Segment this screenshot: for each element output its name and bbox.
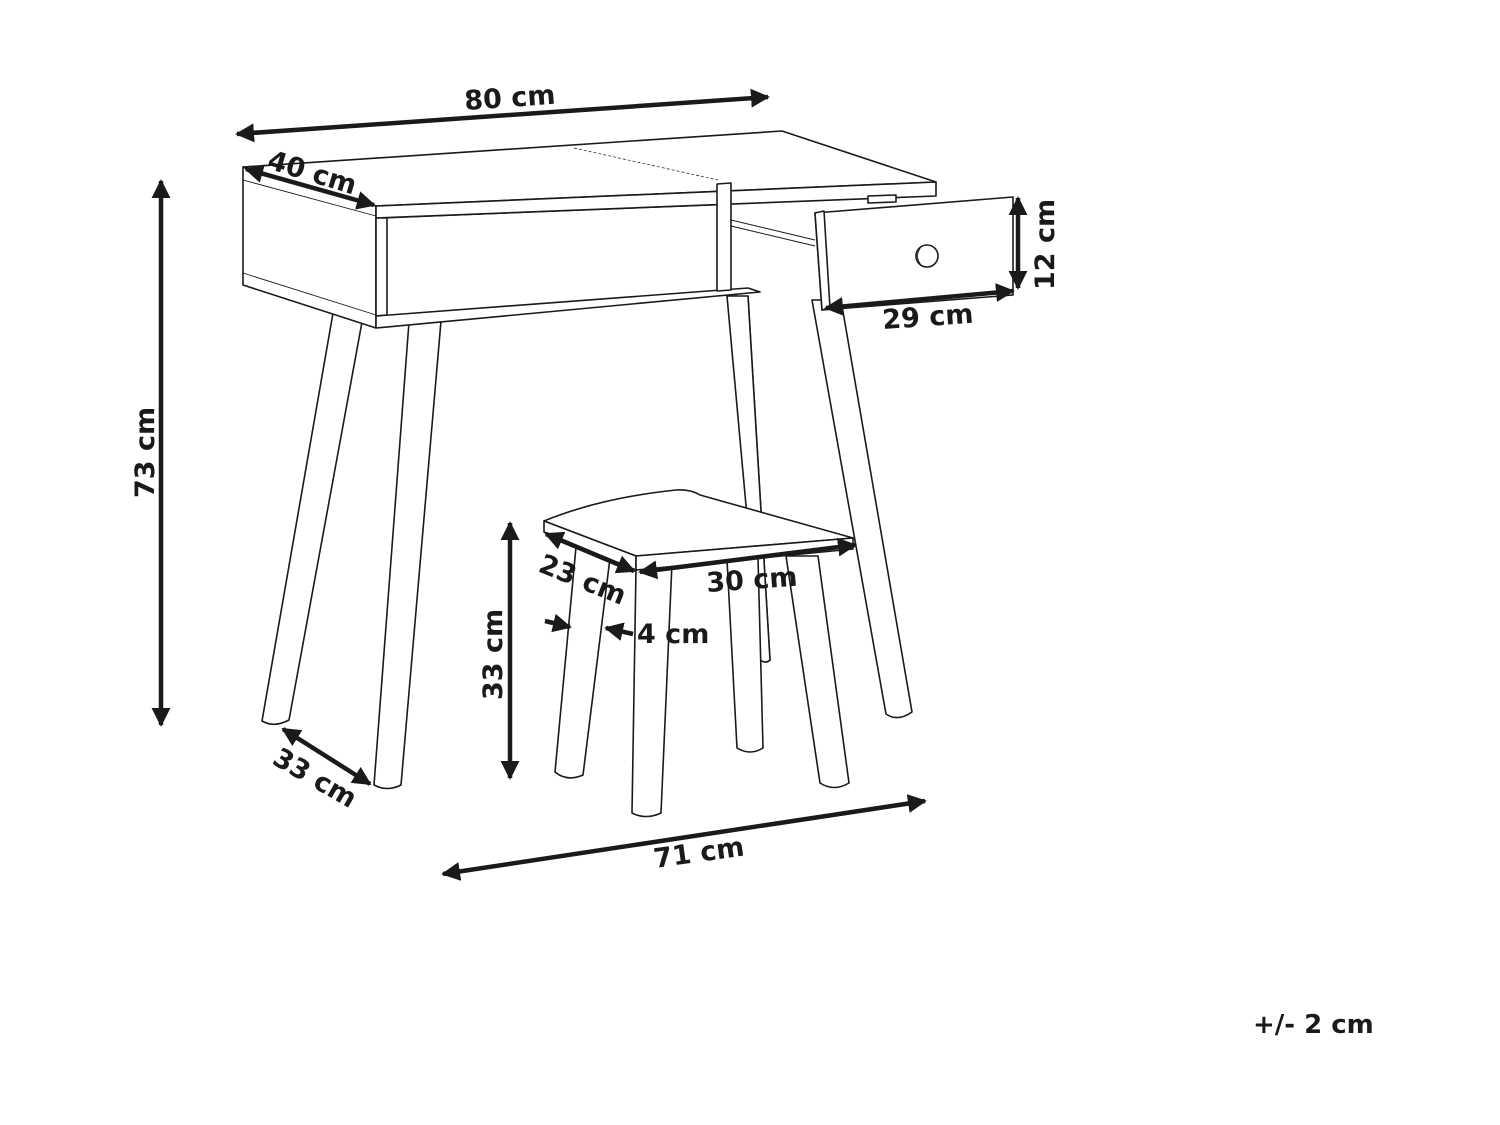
stool-leg-back-left: [726, 557, 764, 753]
label-stool-width: 30 cm: [705, 562, 798, 599]
dim-arrow-40: [244, 164, 376, 210]
label-leg-spread: 33 cm: [268, 742, 362, 814]
stool-leg-front-center: [631, 562, 673, 818]
stool: [543, 489, 854, 818]
dim-arrow-29: [824, 283, 1015, 316]
table-front-leg-left: [261, 312, 363, 726]
label-table-height: 73 cm: [130, 407, 161, 498]
dim-arrow-80: [235, 88, 770, 143]
table-front-leg-center: [373, 320, 442, 790]
label-drawer-height: 12 cm: [1030, 199, 1061, 290]
tolerance-note: +/- 2 cm: [1253, 1010, 1374, 1040]
dim-arrow-23: [544, 531, 636, 574]
dressing-table: [242, 130, 1014, 790]
dim-arrow-4-right: [604, 622, 634, 641]
table-carcass: [242, 130, 937, 329]
table-back-leg-right: [811, 299, 913, 719]
label-stool-height: 33 cm: [478, 609, 509, 700]
dim-arrow-33-legs: [281, 727, 372, 786]
drawer-knob-icon: [915, 244, 939, 268]
dim-arrow-30: [638, 537, 857, 580]
dim-arrow-4-left: [544, 613, 572, 633]
label-drawer-width: 29 cm: [881, 299, 974, 336]
label-stool-leg-thickness: 4 cm: [637, 619, 709, 650]
dim-arrow-71: [441, 794, 927, 881]
dimension-arrows: [151, 88, 1028, 881]
label-table-width: 80 cm: [463, 80, 556, 117]
stool-leg-back-right: [785, 555, 850, 789]
stool-leg-front-left: [554, 546, 611, 779]
